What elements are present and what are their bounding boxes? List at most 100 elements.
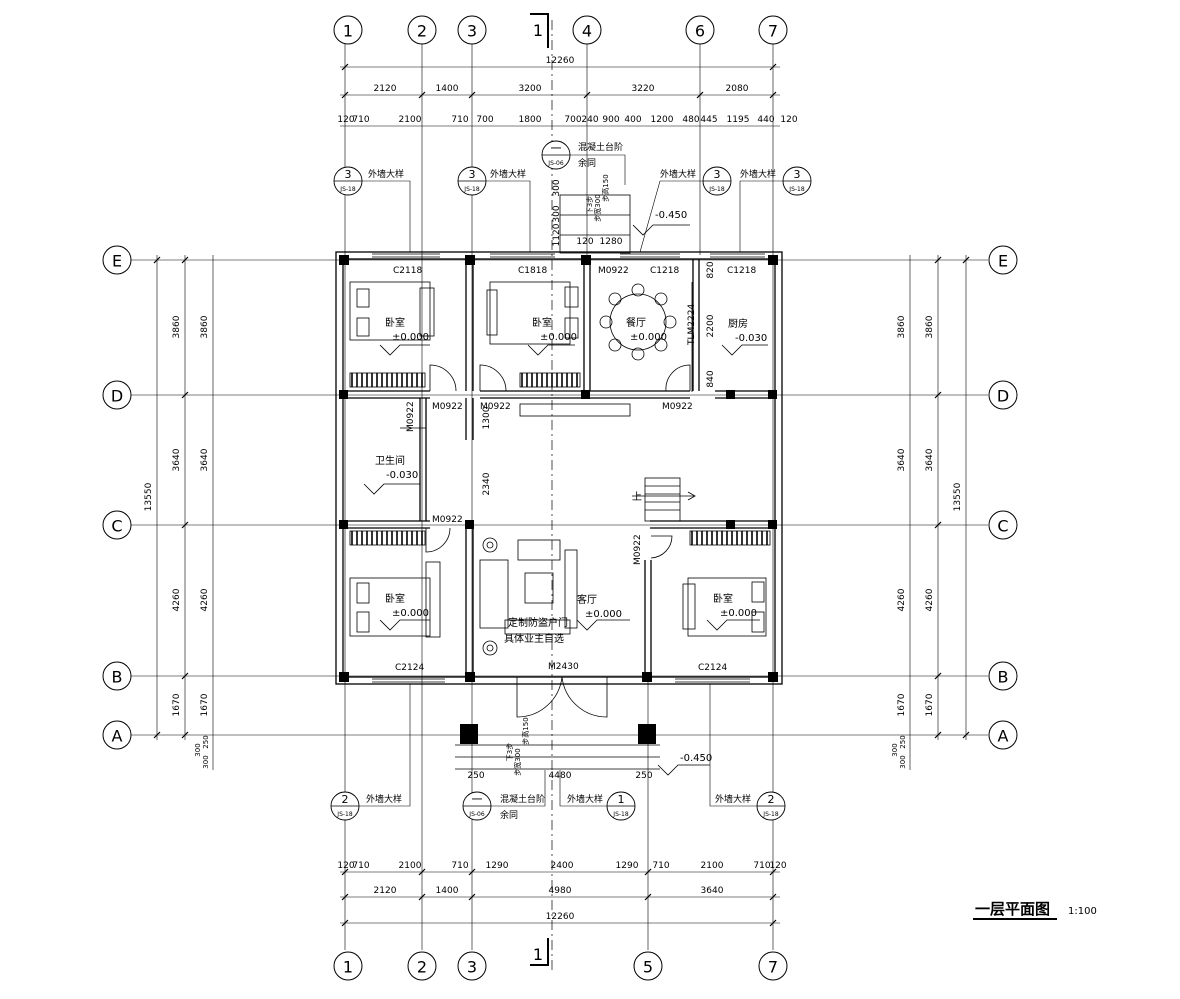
level-back-entrance: -0.450	[655, 210, 687, 221]
note-wall-detail-7: 外墙大样	[715, 793, 751, 805]
axis-left-b: B	[112, 668, 123, 687]
dim-left-outer-3860: 3860	[172, 315, 182, 338]
dim-porch-250b: 250	[635, 771, 652, 781]
level-bathroom: -0.030	[386, 470, 418, 481]
detail-ref-2a: 2	[342, 793, 349, 806]
dim-int-820: 820	[706, 261, 716, 278]
dim-right-outer-4260: 4260	[925, 588, 935, 611]
axis-right-e: E	[998, 252, 1008, 271]
note-step-down-bottom: 下3步	[506, 743, 514, 761]
detail-ref-2b: 2	[768, 793, 775, 806]
dim-bot-1290a: 1290	[486, 861, 509, 871]
living-furniture	[479, 403, 631, 656]
detail-sheet-i: JS-18	[762, 811, 779, 818]
axis-top-6: 6	[695, 22, 705, 41]
axis-top-7: 7	[768, 22, 778, 41]
level-bedroom-2: ±0.000	[540, 332, 577, 343]
dim-top-3220: 3220	[632, 84, 655, 94]
dim-top-2100: 2100	[399, 115, 422, 125]
dim-left-inner-3640: 3640	[200, 448, 210, 471]
room-kitchen: 厨房	[728, 317, 748, 330]
note-concrete-steps-top: 混凝土台阶	[578, 141, 623, 153]
dim-top-700b: 700	[564, 115, 581, 125]
level-living: ±0.000	[585, 609, 622, 620]
level-kitchen: -0.030	[735, 333, 767, 344]
dim-left-step-250: 250	[202, 735, 210, 748]
axis-right-a: A	[998, 727, 1009, 746]
dim-bot-1400: 1400	[436, 886, 459, 896]
window-c2124-left: C2124	[395, 663, 424, 673]
detail-ref-3c: 3	[714, 168, 721, 181]
dim-top-120b: 120	[780, 115, 797, 125]
dim-bot-120b: 120	[769, 861, 786, 871]
detail-ref-dash-bottom: 一	[472, 793, 483, 806]
level-bedroom-1: ±0.000	[392, 332, 429, 343]
detail-ref-3d: 3	[794, 168, 801, 181]
detail-sheet-e: JS-18	[788, 186, 805, 193]
dim-left-outer-1670: 1670	[172, 693, 182, 716]
axis-bottom-5: 5	[643, 958, 653, 977]
axis-top-2: 2	[417, 22, 427, 41]
dim-left-inner-4260: 4260	[200, 588, 210, 611]
note-step-down-top: 下3步	[586, 196, 594, 214]
dim-bot-2120: 2120	[374, 886, 397, 896]
window-c2118: C2118	[393, 266, 422, 276]
dim-bot-4980: 4980	[549, 886, 572, 896]
dim-top-1400: 1400	[436, 84, 459, 94]
room-bedroom-1: 卧室	[385, 316, 405, 329]
axis-right-d: D	[997, 387, 1009, 406]
level-dining: ±0.000	[630, 332, 667, 343]
window-c1818: C1818	[518, 266, 547, 276]
dim-porch-4480: 4480	[549, 771, 572, 781]
dim-right-inner-3860: 3860	[897, 315, 907, 338]
staircase	[632, 477, 696, 522]
note-step-width-bottom: 步宽300	[513, 748, 522, 775]
level-bedroom-3: ±0.000	[392, 608, 429, 619]
axis-bottom-3: 3	[467, 958, 477, 977]
detail-sheet-b: JS-18	[463, 186, 480, 193]
note-remaining-top: 余同	[578, 157, 596, 169]
axis-bottom-7: 7	[768, 958, 778, 977]
dim-right-step-250: 250	[899, 735, 907, 748]
dim-int-840: 840	[706, 370, 716, 387]
dim-top-total: 12260	[546, 56, 575, 66]
dim-left-outer-4260: 4260	[172, 588, 182, 611]
dim-top-1800: 1800	[519, 115, 542, 125]
dim-left-inner-3860: 3860	[200, 315, 210, 338]
leader-lines	[359, 154, 783, 807]
note-wall-detail-3: 外墙大样	[660, 168, 696, 180]
note-remaining-bottom: 余同	[500, 809, 518, 821]
note-concrete-steps-bottom: 混凝土台阶	[500, 793, 545, 805]
door-tlm2224: TLM2224	[687, 304, 697, 346]
doors	[400, 282, 693, 718]
dim-top-120a: 120	[337, 115, 354, 125]
room-bedroom-4: 卧室	[713, 592, 733, 605]
door-m2430: M2430	[548, 662, 579, 672]
door-m0922-dining: M0922	[598, 266, 629, 276]
dim-bot-2400: 2400	[551, 861, 574, 871]
dim-bot-2100b: 2100	[701, 861, 724, 871]
room-living: 客厅	[577, 593, 597, 606]
axis-left-a: A	[112, 727, 123, 746]
dim-bot-3640: 3640	[701, 886, 724, 896]
dim-right-outer-1670: 1670	[925, 693, 935, 716]
room-bedroom-2: 卧室	[532, 316, 552, 329]
dim-top-2080: 2080	[726, 84, 749, 94]
axis-top-1: 1	[343, 22, 353, 41]
window-c1218-kitchen: C1218	[727, 266, 756, 276]
door-m0922-c: M0922	[662, 402, 693, 412]
dim-int-120: 120	[576, 237, 593, 247]
window-c1218-dining: C1218	[650, 266, 679, 276]
axis-grid	[130, 40, 988, 950]
axis-bottom-2: 2	[417, 958, 427, 977]
axis-right-b: B	[998, 668, 1009, 687]
dim-top-710a: 710	[352, 115, 369, 125]
note-step-height-bottom: 步高150	[521, 717, 530, 744]
axis-left-d: D	[111, 387, 123, 406]
room-bedroom-3: 卧室	[385, 592, 405, 605]
note-step-height-top: 步高150	[601, 174, 610, 201]
axis-left-c: C	[111, 517, 122, 536]
dim-right-step-300b: 300	[899, 755, 907, 768]
dim-top-3200: 3200	[519, 84, 542, 94]
